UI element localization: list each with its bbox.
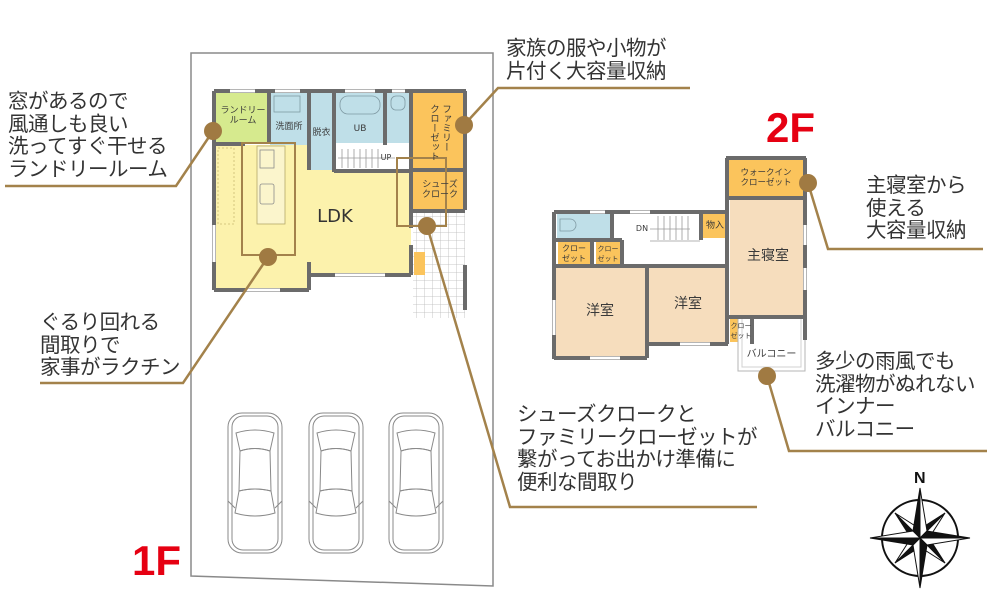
- callout-line: 窓があるので: [8, 89, 129, 113]
- callout-line: 片付く大容量収納: [506, 58, 667, 83]
- dot-circular: [259, 248, 277, 266]
- label-stairs-down: DN: [635, 224, 649, 233]
- callout-dots: [204, 116, 817, 385]
- callout-balcony: 多少の雨風でも 洗濯物がぬれない インナー バルコニー: [815, 349, 976, 441]
- dot-family-closet: [455, 116, 473, 134]
- callout-leaders: [5, 86, 987, 509]
- callout-line: 風通しも良い: [8, 111, 129, 136]
- dressing-room: [310, 93, 333, 170]
- leader-walk-in: [806, 182, 983, 251]
- unit-bath: [336, 93, 384, 143]
- car-icon: [308, 412, 364, 554]
- callout-line: 家事がラクチン: [40, 355, 181, 379]
- leader-shoe-cloak: [425, 225, 757, 509]
- label-closet-2f-1: クロー ゼット: [562, 244, 586, 263]
- callout-line: 主寝室から: [866, 173, 967, 197]
- label-western-room-2: 洋室: [674, 296, 702, 312]
- label-family-closet: ファミリー クローゼット: [428, 104, 451, 161]
- stove-icon: [259, 149, 275, 169]
- laundry-room: [216, 93, 268, 143]
- windows-1f: [212, 89, 405, 292]
- label-closet-2f-3: クロー ゼット: [730, 322, 752, 340]
- car-icon: [227, 412, 283, 554]
- callout-line: 繋がってお出かけ準備に: [517, 447, 736, 471]
- compass-north-label: N: [914, 470, 926, 487]
- label-ldk: LDK: [317, 206, 353, 227]
- callout-shoe-cloak: シューズクロークと ファミリークローゼットが 繋がってお出かけ準備に 便利な間取…: [517, 402, 758, 494]
- callout-line: 多少の雨風でも: [815, 349, 956, 373]
- dot-laundry: [204, 122, 222, 140]
- callout-walk-in: 主寝室から 使える 大容量収納: [866, 173, 967, 242]
- leader-balcony: [765, 375, 987, 453]
- callout-line: 洗ってすぐ干せる: [8, 134, 167, 158]
- callout-line: ファミリークローゼットが: [517, 424, 758, 449]
- car-icon: [388, 412, 444, 554]
- dot-balcony: [758, 367, 776, 385]
- stair-steps-1f: [338, 149, 395, 168]
- label-balcony: バルコニー: [746, 349, 797, 360]
- toilet-1f: [387, 93, 410, 143]
- western-room-2: [649, 266, 727, 343]
- label-washroom: 洗面所: [275, 122, 303, 132]
- back-counter: [217, 147, 235, 225]
- callout-line: 間取りで: [40, 332, 121, 357]
- shoe-cloak: [413, 172, 464, 210]
- washroom: [270, 93, 308, 145]
- toilet-fixture: [390, 95, 406, 111]
- toilet-fixture-2f: [559, 218, 577, 232]
- balcony-area: [737, 317, 806, 372]
- callout-line: 家族の服や小物が: [506, 36, 667, 60]
- walk-in-closet: [728, 160, 804, 197]
- label-closet-2f-2: クロー ゼット: [597, 245, 619, 263]
- dot-shoe-cloak: [418, 217, 436, 235]
- callout-line: ぐるり回れる: [40, 310, 160, 334]
- leader-laundry: [5, 130, 215, 188]
- label-laundry-room: ランドリー ルーム: [220, 106, 266, 126]
- stair-steps-2f: [650, 216, 700, 242]
- leader-circular: [40, 256, 270, 385]
- callout-line: バルコニー: [815, 416, 915, 441]
- callout-line: シューズクロークと: [517, 402, 696, 426]
- dot-walk-in: [799, 174, 817, 192]
- callout-family-closet: 家族の服や小物が 片付く大容量収納: [506, 36, 667, 83]
- callout-laundry: 窓があるので 風通しも良い 洗ってすぐ干せる ランドリールーム: [8, 89, 168, 181]
- callout-circular-layout: ぐるり回れる 間取りで 家事がラクチン: [40, 310, 181, 379]
- label-shoe-cloak: シューズ クローク: [421, 180, 458, 200]
- floor-label-1f: 1F: [132, 537, 182, 584]
- floor-label-2f: 2F: [766, 104, 816, 151]
- label-master-bedroom: 主寝室: [747, 248, 789, 264]
- western-room-1: [556, 268, 646, 357]
- master-bedroom: [730, 200, 804, 316]
- bathtub: [339, 95, 381, 115]
- compass-rose-icon: [869, 487, 971, 589]
- callout-line: インナー: [815, 394, 896, 418]
- label-storage: 物入: [705, 221, 724, 231]
- toilet-2f: [557, 214, 610, 238]
- label-western-room-1: 洋室: [586, 303, 614, 319]
- site-boundary: [190, 52, 494, 587]
- callout-line: 便利な間取り: [517, 469, 638, 494]
- kitchen-island: [256, 145, 286, 225]
- callout-line: 大容量収納: [866, 218, 967, 242]
- entrance-storage: [414, 252, 425, 275]
- washbasin: [273, 95, 301, 113]
- storage-2f: [703, 214, 727, 238]
- callout-line: 洗濯物がぬれない: [815, 371, 976, 396]
- leader-family-closet: [463, 86, 690, 126]
- label-stairs-up: UP: [380, 153, 392, 162]
- family-closet: [413, 93, 464, 168]
- callout-line: ランドリールーム: [8, 156, 168, 181]
- stairs-1f: [336, 147, 410, 170]
- closet-2f-1: [558, 242, 590, 265]
- sink-icon: [259, 183, 275, 205]
- callout-line: 使える: [866, 195, 926, 220]
- label-unit-bath: UB: [353, 124, 367, 134]
- windows-2f: [552, 210, 807, 360]
- second-floor-plan: [552, 156, 807, 372]
- label-walk-in-closet: ウォークイン クローゼット: [740, 168, 792, 188]
- closet-2f-2: [596, 242, 620, 265]
- label-dressing-room: 脱衣: [312, 128, 331, 138]
